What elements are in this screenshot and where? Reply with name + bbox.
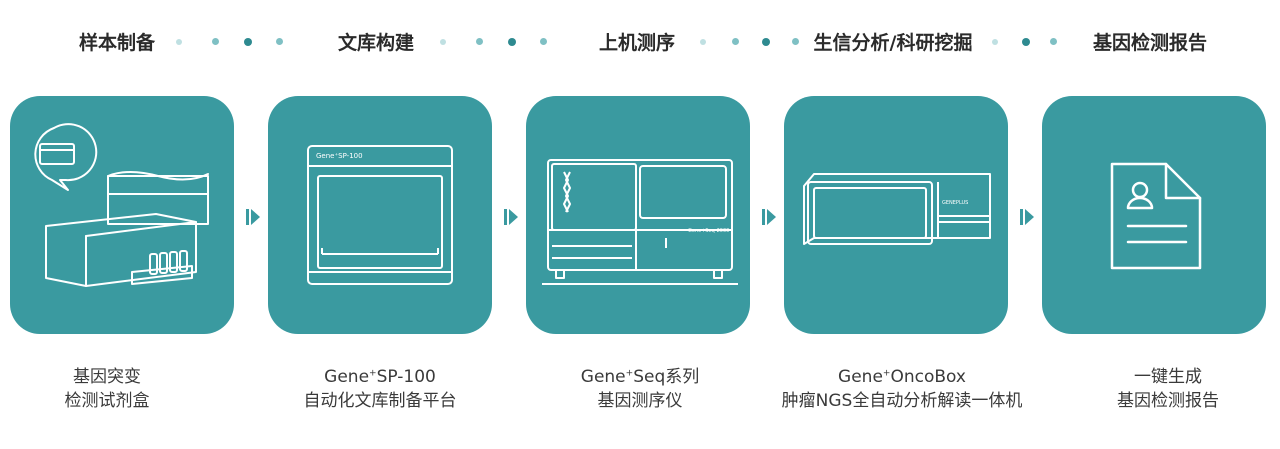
caption-sup: + <box>625 368 634 379</box>
stage-title-bioinformatics: 生信分析/科研挖掘 <box>813 32 973 54</box>
caption-model: OncoBox <box>890 367 966 387</box>
card-bioinformatics: GENEPLUS <box>784 96 1008 334</box>
arrow-right-icon <box>762 209 776 225</box>
caption-sup: + <box>369 368 377 379</box>
caption-model: Seq系列 <box>633 367 700 387</box>
caption-line: 检测试剂盒 <box>64 391 150 411</box>
arrow-right-icon <box>246 209 260 225</box>
caption-line: 基因测序仪 <box>597 391 683 411</box>
device-label-oncobox: GENEPLUS <box>942 200 969 206</box>
caption-library-prep: Gene+SP-100 自动化文库制备平台 <box>250 365 510 413</box>
arrow-right-icon <box>1020 209 1034 225</box>
arrow-right-icon <box>504 209 518 225</box>
stage-title-sample-prep: 样本制备 <box>78 32 156 54</box>
caption-line: Gene+Seq系列 <box>510 365 770 389</box>
caption-line: Gene+OncoBox <box>772 365 1032 389</box>
caption-model: SP-100 <box>376 367 436 387</box>
caption-bioinformatics: Gene+OncoBox 肿瘤NGS全自动分析解读一体机 <box>772 365 1032 413</box>
report-document-icon <box>1110 162 1202 270</box>
stage-title-library-build: 文库构建 <box>337 32 415 54</box>
caption-brand: Gene <box>580 367 626 387</box>
card-sequencing: Gene+Seq-2000 <box>526 96 750 334</box>
device-label-sp100: Gene⁺SP-100 <box>316 152 363 160</box>
caption-line: 基因检测报告 <box>1117 391 1219 411</box>
caption-sup: + <box>882 368 891 379</box>
library-prep-device-illustration <box>307 145 453 285</box>
caption-report: 一键生成 基因检测报告 <box>1038 365 1280 413</box>
caption-line: Gene+SP-100 <box>250 365 510 389</box>
card-sample-prep <box>10 96 234 334</box>
caption-line: 基因突变 <box>73 367 141 387</box>
caption-line: 自动化文库制备平台 <box>303 391 457 411</box>
caption-line: 肿瘤NGS全自动分析解读一体机 <box>781 391 1023 411</box>
caption-brand: Gene <box>324 367 370 387</box>
stage-title-sequencing: 上机测序 <box>598 32 676 54</box>
caption-sequencing: Gene+Seq系列 基因测序仪 <box>510 365 770 413</box>
reagent-kit-illustration <box>34 123 209 287</box>
card-library-prep: Gene⁺SP-100 <box>268 96 492 334</box>
caption-sample-prep: 基因突变 检测试剂盒 <box>0 365 237 413</box>
oncobox-device-illustration <box>803 173 991 245</box>
stage-title-report: 基因检测报告 <box>1092 32 1208 54</box>
caption-line: 一键生成 <box>1134 367 1202 387</box>
sequencer-illustration <box>542 159 738 285</box>
card-report <box>1042 96 1266 334</box>
device-label-seq: Gene+Seq-2000 <box>688 228 730 234</box>
caption-brand: Gene <box>838 367 883 387</box>
